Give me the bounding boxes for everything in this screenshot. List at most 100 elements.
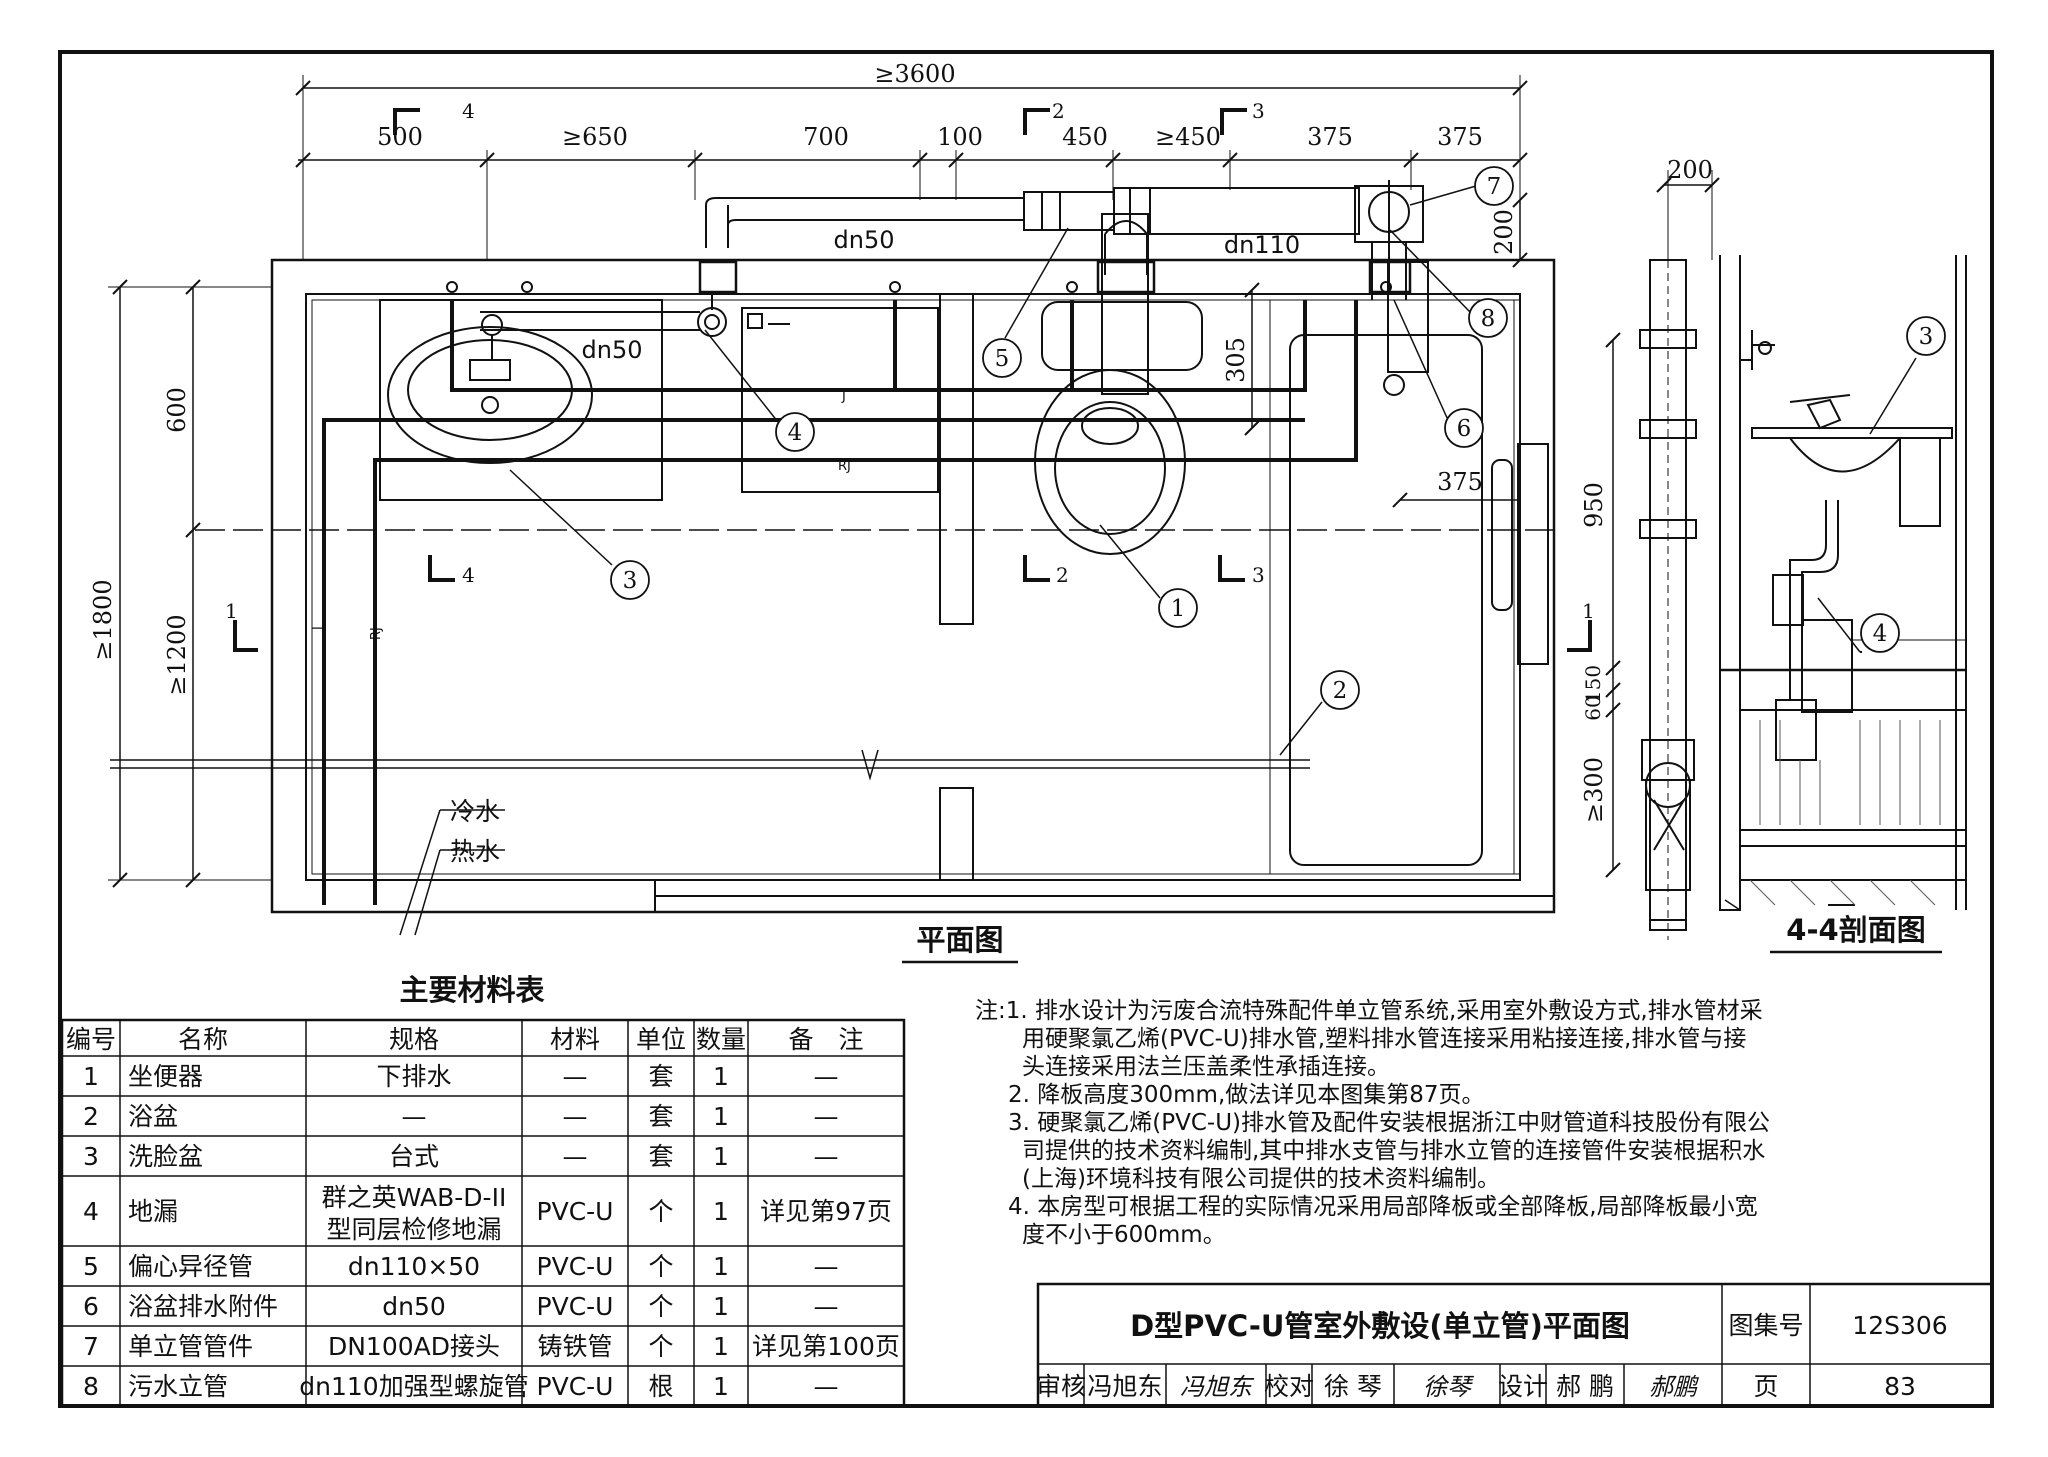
pipe-label-J: J [841,389,846,404]
table-cell-mat: — [563,1142,588,1171]
table-cell-spec: dn50 [382,1292,446,1321]
dim-450: 450 [1062,123,1108,151]
note-line-9: 度不小于600mm。 [1022,1222,1226,1248]
section-dim-60: 60 [1581,695,1605,720]
section-mark-3: 3 [1252,563,1265,587]
callout-6-text: 6 [1457,416,1472,442]
room-outer-wall [270,258,1556,914]
washing-machine [741,307,939,493]
dim-100: 100 [937,123,983,151]
table-cell-no: 5 [83,1252,99,1281]
page-number: 83 [1884,1372,1916,1401]
bathtub-apron [1517,443,1549,665]
note-line-3: 头连接采用法兰压盖柔性承插连接。 [1022,1054,1390,1080]
table-cell-unit: 套 [648,1102,673,1131]
callout-2-text: 2 [1333,678,1348,704]
section-title: 4-4剖面图 [1786,913,1925,947]
table-cell-no: 8 [83,1372,99,1401]
callout-5 [982,338,1022,378]
header-qty: 数量 [696,1025,746,1054]
table-cell-qty: 1 [713,1252,729,1281]
section-mark-3-top: 3 [1252,99,1265,123]
table-cell-mat: PVC-U [537,1197,614,1226]
table-cell-qty: 1 [713,1197,729,1226]
partition-lower [939,787,974,881]
callout-8-text: 8 [1481,306,1496,332]
section-mark-1-right: 1 [1582,599,1595,623]
section-dim-950: 950 [1580,482,1608,528]
dim-375a: 375 [1307,123,1353,151]
cold-water-pipe [450,300,1307,392]
hot-water-pipe [373,300,1358,905]
floor-drain [697,307,727,337]
table-cell-name: 单立管管件 [128,1332,253,1361]
table-cell-qty: 1 [713,1142,729,1171]
section-mark-1-left: 1 [225,599,238,623]
note-line-4: 2. 降板高度300mm,做法详见本图集第87页。 [1008,1082,1485,1108]
table-cell-no: 6 [83,1292,99,1321]
table-cell-name: 洗脸盆 [128,1142,203,1171]
callout-5-text: 5 [995,346,1010,372]
reviewer-name: 冯旭东 [1087,1372,1162,1401]
pipe-label-dn50-top: dn50 [834,226,895,254]
callout-6 [1444,408,1484,448]
section-dim-150: 150 [1581,665,1605,703]
toilet-riser [1101,213,1149,395]
section-callout-3 [1906,316,1946,356]
section-callout-4 [1860,613,1900,653]
section-counter [1751,427,1953,439]
section-mark-4-top: 4 [462,99,475,123]
tub-drain-stack [1387,261,1429,373]
table-cell-unit: 根 [648,1372,673,1401]
reviewer-signature: 冯旭东 [1180,1373,1255,1401]
dim-200-plan: 200 [1490,209,1518,255]
table-cell-spec: DN100AD接头 [328,1332,500,1361]
table-cell-mat: — [563,1102,588,1131]
basin-counter [379,299,663,501]
table-cell-mat: PVC-U [537,1292,614,1321]
header-spec: 规格 [389,1025,439,1054]
section-callout-4-text: 4 [1873,621,1888,647]
section-hatch [1749,720,1941,906]
drawing-title: D型PVC-U管室外敷设(单立管)平面图 [1130,1309,1630,1343]
table-cell-qty: 1 [713,1332,729,1361]
table-cell-spec: 台式 [389,1142,439,1171]
table-cell-remark: 详见第97页 [760,1197,892,1226]
section-view [1605,170,1967,946]
notes: 注:1. 排水设计为污废合流特殊配件单立管系统,采用室外敷设方式,排水管材采 用… [975,998,1770,1248]
section-mark-2: 2 [1056,563,1069,587]
callout-4 [775,412,815,452]
table-cell-remark: — [814,1252,839,1281]
table-cell-remark: — [814,1292,839,1321]
table-cell-unit: 个 [648,1252,673,1281]
callout-3-text: 3 [623,568,638,594]
pipe-label-RJ: RJ [838,459,851,474]
header-no: 编号 [66,1025,116,1054]
section-mark-2-top: 2 [1052,99,1065,123]
dim-650: ≥650 [562,123,628,151]
table-cell-unit: 套 [648,1142,673,1171]
dim-450b: ≥450 [1155,123,1221,151]
table-cell-mat: PVC-U [537,1252,614,1281]
dim-1800: ≥1800 [89,579,117,660]
section-basin [1789,437,1901,473]
table-cell-remark: — [814,1062,839,1091]
dim-1200: ≥1200 [163,614,191,695]
designer-name: 郝 鹏 [1556,1372,1614,1401]
room-inner-wall [305,293,1521,881]
table-cell-qty: 1 [713,1372,729,1401]
note-line-6: 司提供的技术资料编制,其中排水支管与排水立管的连接管件安装根据积水 [1022,1138,1765,1164]
table-cell-no: 7 [83,1332,99,1361]
section-dim-300: ≥300 [1580,757,1608,823]
sheet-border [58,50,1994,1408]
table-cell-no: 4 [83,1197,99,1226]
table-cell-name: 坐便器 [128,1062,203,1091]
header-name: 名称 [178,1025,228,1054]
pipe-label-J-vertical: J [311,626,326,631]
